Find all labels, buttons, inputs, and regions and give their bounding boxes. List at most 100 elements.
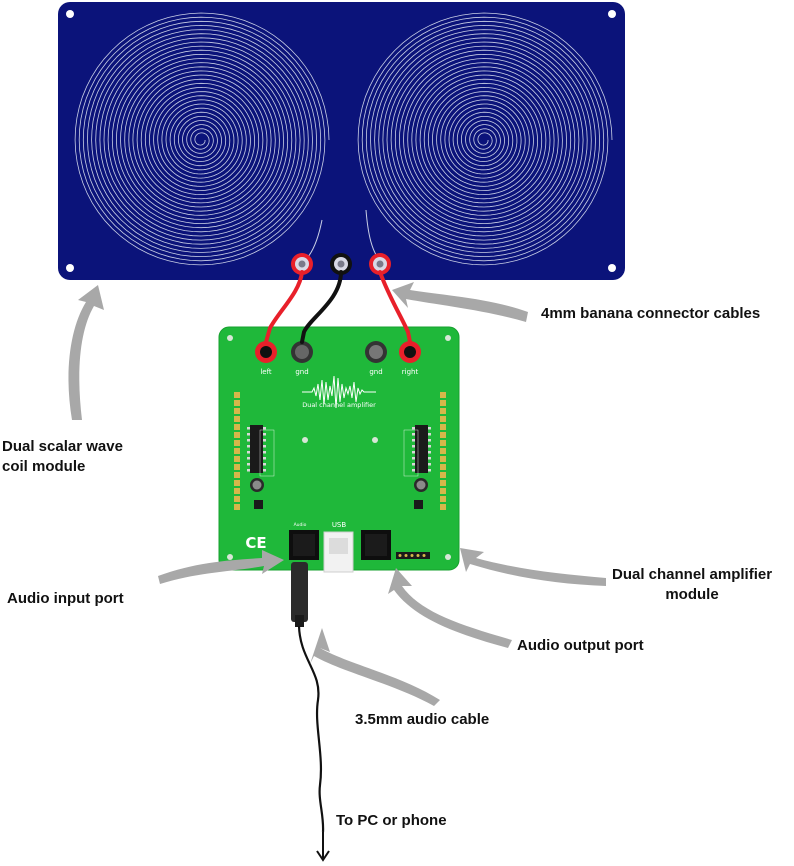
left-pin-header: [234, 392, 240, 510]
board-socket-right[interactable]: [399, 341, 421, 363]
left-regulator: [254, 500, 263, 509]
header-pin: [234, 440, 240, 446]
cable-right-red: [378, 270, 412, 344]
callout-audio-input: Audio input port: [7, 590, 124, 607]
left-amplifier-ic: [247, 425, 266, 473]
ic-leg: [428, 469, 431, 472]
ic-leg: [412, 445, 415, 448]
callout-amplifier-line1: Dual channel amplifier: [612, 566, 773, 583]
header-pin: [234, 464, 240, 470]
callout-audio-cable: 3.5mm audio cable: [355, 711, 490, 728]
header-pin: [440, 480, 446, 486]
audio-cable-wire: [297, 625, 325, 833]
callout-banana-cables: 4mm banana connector cables: [541, 305, 761, 322]
ic-leg: [263, 445, 266, 448]
ic-leg: [428, 427, 431, 430]
right-spiral-coil: [357, 12, 613, 266]
mounting-hole: [227, 554, 233, 560]
ic-leg: [247, 457, 250, 460]
left-trace-box: [259, 429, 275, 477]
header-pin: [440, 440, 446, 446]
audio-output-jack[interactable]: [361, 530, 391, 560]
ic-leg: [263, 451, 266, 454]
label-right: right: [402, 368, 419, 376]
ic-leg: [428, 457, 431, 460]
coil-socket-right[interactable]: [369, 253, 391, 275]
callout-amplifier-module: Dual channel amplifier module: [612, 565, 772, 605]
audio-input-jack[interactable]: [289, 530, 319, 560]
header-pin: [440, 408, 446, 414]
mounting-hole: [66, 264, 74, 272]
right-pin-header: [440, 392, 446, 510]
ic-leg: [263, 439, 266, 442]
callout-amplifier-line2: module: [665, 586, 719, 603]
coil-socket-left[interactable]: [291, 253, 313, 275]
right-capacitor: [414, 478, 428, 492]
mounting-hole: [302, 437, 308, 443]
arrow-coil-module: [68, 285, 104, 420]
ic-leg: [263, 427, 266, 430]
mounting-hole: [608, 10, 616, 18]
waveform-logo: [302, 375, 376, 409]
header-pin: [234, 448, 240, 454]
mounting-hole: [227, 335, 233, 341]
arrow-banana-cables: [392, 282, 528, 322]
board-socket-left[interactable]: [255, 341, 277, 363]
arrow-audio-cable: [310, 628, 440, 706]
ic-leg: [247, 463, 250, 466]
ic-leg: [247, 469, 250, 472]
ic-leg: [428, 433, 431, 436]
header-pin: [234, 408, 240, 414]
ic-leg: [263, 469, 266, 472]
cable-left-red: [264, 270, 304, 344]
label-left: left: [260, 368, 272, 376]
mounting-hole: [66, 10, 74, 18]
callout-audio-output: Audio output port: [517, 637, 644, 654]
mode-jumper-header: [396, 552, 430, 559]
ic-leg: [412, 469, 415, 472]
arrow-audio-output: [388, 568, 512, 648]
ic-leg: [412, 433, 415, 436]
ic-leg: [412, 463, 415, 466]
callout-coil-module-line2: coil module: [2, 458, 86, 475]
header-pin: [440, 496, 446, 502]
left-spiral-coil: [74, 12, 330, 266]
board-socket-gnd-left[interactable]: [291, 341, 313, 363]
header-pin: [234, 480, 240, 486]
ic-leg: [263, 457, 266, 460]
ic-leg: [412, 451, 415, 454]
ic-leg: [247, 439, 250, 442]
left-capacitor: [250, 478, 264, 492]
audio-plug-strain-relief: [295, 615, 304, 627]
amplifier-module: left gnd gnd right Dual channel amplifie…: [218, 326, 460, 573]
mounting-hole: [445, 335, 451, 341]
header-pin: [440, 464, 446, 470]
header-pin: [440, 416, 446, 422]
header-pin: [440, 424, 446, 430]
usb-port[interactable]: [323, 531, 354, 573]
header-pin: [440, 488, 446, 494]
header-pin: [440, 400, 446, 406]
ic-leg: [263, 463, 266, 466]
ic-leg: [428, 439, 431, 442]
callout-coil-module: Dual scalar wave coil module: [2, 437, 123, 477]
coil-socket-ground[interactable]: [330, 253, 352, 275]
label-gnd-left: gnd: [295, 368, 308, 376]
label-gnd-right: gnd: [369, 368, 382, 376]
header-pin: [234, 456, 240, 462]
down-arrow-icon: [316, 832, 330, 862]
header-pin: [234, 424, 240, 430]
header-pin: [440, 392, 446, 398]
ic-leg: [412, 427, 415, 430]
callout-coil-module-line1: Dual scalar wave: [2, 438, 123, 455]
coil-spiral-trace: [357, 12, 613, 266]
ic-leg: [247, 427, 250, 430]
ic-leg: [428, 451, 431, 454]
header-pin: [440, 456, 446, 462]
header-pin: [440, 504, 446, 510]
board-socket-gnd-right[interactable]: [365, 341, 387, 363]
callout-destination: To PC or phone: [336, 812, 447, 829]
header-pin: [440, 472, 446, 478]
arrow-audio-input: [158, 550, 284, 584]
